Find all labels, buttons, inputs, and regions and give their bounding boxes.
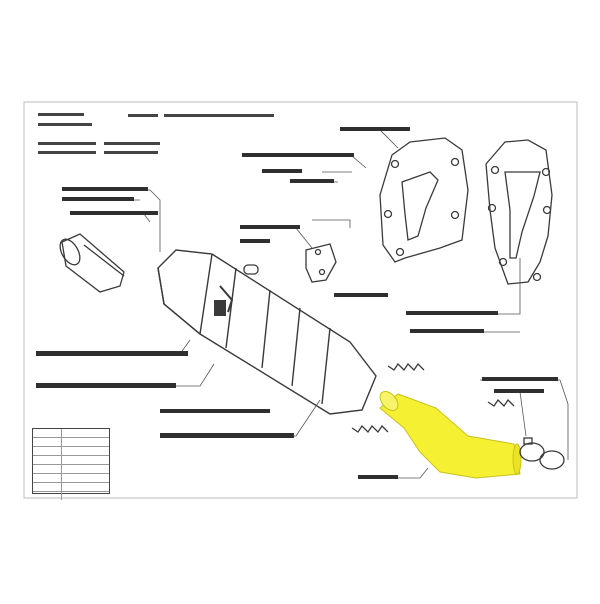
callout-labels xyxy=(36,127,558,479)
spring xyxy=(351,362,515,434)
silencer-body xyxy=(157,249,377,415)
band-clamps xyxy=(519,437,565,470)
link-pipe-highlighted xyxy=(379,390,522,479)
mounting-clamp-bracket xyxy=(243,243,337,283)
hanger-bracket-left xyxy=(379,137,469,263)
end-cap-pipe xyxy=(59,233,125,293)
sheet-border xyxy=(23,101,578,499)
header-text-block xyxy=(38,113,274,154)
legend-table xyxy=(32,428,110,500)
hanger-bracket-right xyxy=(485,139,553,285)
